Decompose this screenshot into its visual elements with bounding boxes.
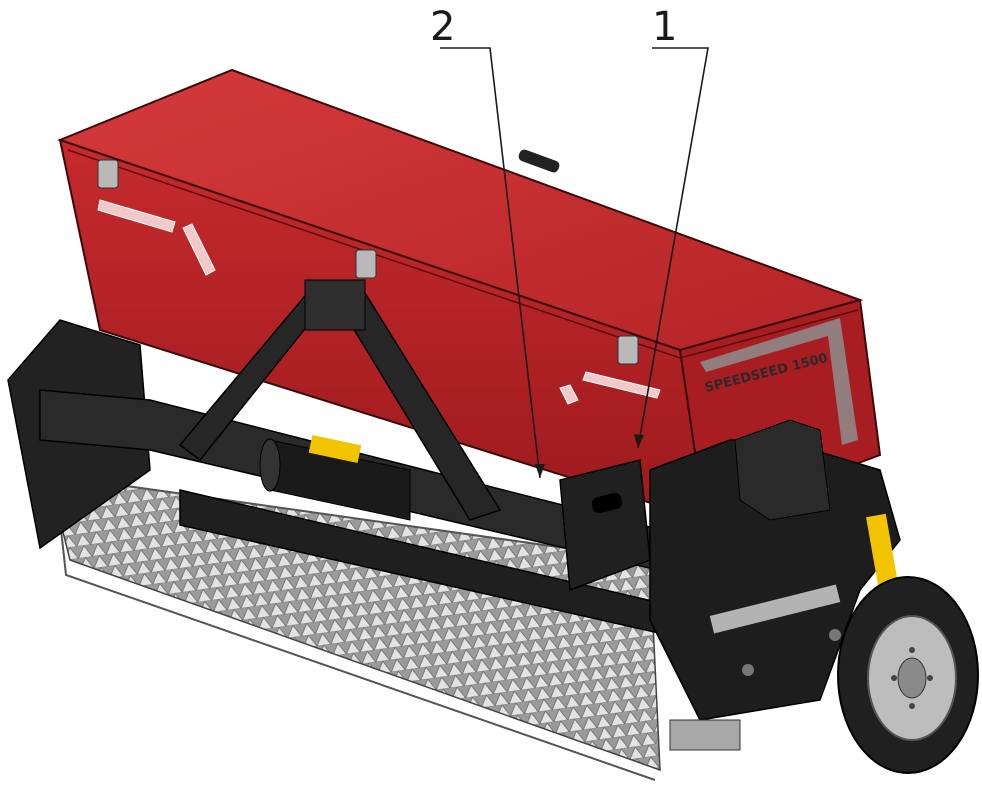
- lug-nut: [891, 675, 897, 681]
- lug-nut: [909, 703, 915, 709]
- bolt: [829, 629, 841, 641]
- hopper-handle: [518, 149, 560, 173]
- warning-decal: [308, 434, 362, 464]
- callout-2-leader: [440, 47, 541, 479]
- spiked-roller: [59, 477, 661, 781]
- motor-cylinder: [259, 434, 411, 521]
- lid-latch: [97, 159, 119, 189]
- lid-latch: [617, 335, 639, 365]
- hitch-top-plate: [304, 279, 366, 331]
- callout-1-label: 1: [652, 4, 677, 50]
- callout-1-arrow: [634, 434, 644, 448]
- reflector-stripe: [182, 223, 216, 276]
- wheel: [837, 576, 979, 774]
- end-decal-panel: [700, 318, 858, 445]
- main-frame: [7, 279, 901, 751]
- reflector-stripe: [97, 199, 176, 233]
- bolt: [742, 664, 754, 676]
- callout-1: 1: [634, 4, 709, 449]
- callout-2: 2: [430, 4, 545, 479]
- reflector-stripe: [559, 384, 579, 405]
- callout-2-label: 2: [430, 4, 455, 50]
- bracket: [669, 719, 741, 751]
- gearbox-cover: [734, 419, 831, 521]
- drive-plate: [709, 584, 841, 634]
- yellow-warning-decal: [866, 513, 898, 587]
- lid-latch: [355, 249, 377, 279]
- counterweight-slot: [591, 492, 623, 514]
- callout-2-arrow: [535, 464, 545, 478]
- reflector-stripe: [582, 371, 661, 399]
- callout-1-leader: [637, 47, 709, 449]
- hub: [897, 657, 927, 699]
- lug-nut: [927, 675, 933, 681]
- lug-nut: [909, 647, 915, 653]
